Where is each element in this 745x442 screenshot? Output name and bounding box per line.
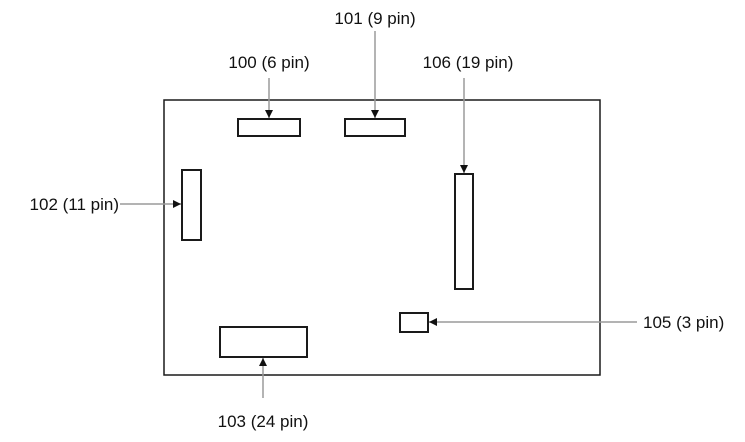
connector-102 bbox=[181, 169, 202, 241]
connector-101 bbox=[344, 118, 406, 137]
label-100: 100 (6 pin) bbox=[228, 53, 309, 72]
connector-106 bbox=[454, 173, 474, 290]
board-outline bbox=[163, 99, 601, 376]
connector-105 bbox=[399, 312, 429, 333]
connector-100 bbox=[237, 118, 301, 137]
label-103: 103 (24 pin) bbox=[218, 412, 309, 431]
label-102: 102 (11 pin) bbox=[30, 195, 119, 214]
label-106: 106 (19 pin) bbox=[423, 53, 514, 72]
label-105: 105 (3 pin) bbox=[643, 313, 724, 332]
connector-103 bbox=[219, 326, 308, 358]
label-101: 101 (9 pin) bbox=[334, 9, 415, 28]
